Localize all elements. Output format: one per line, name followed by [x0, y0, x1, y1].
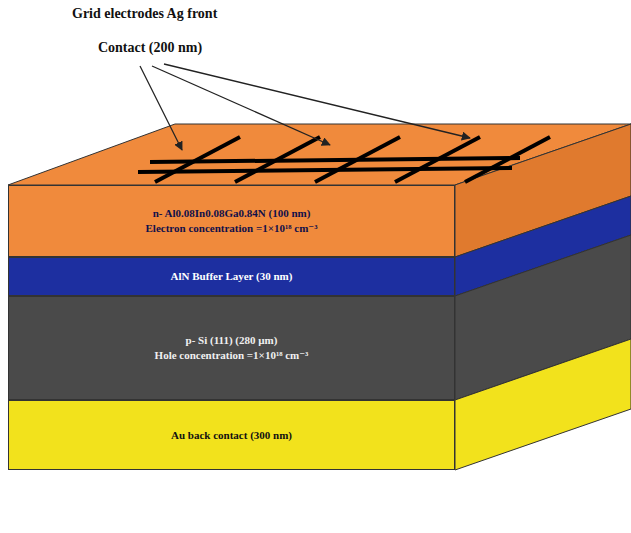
- substrate-band: p- Si (111) (280 µm)Hole concentration =…: [8, 296, 455, 400]
- layer-name: AlN Buffer Layer (30 nm): [171, 269, 293, 284]
- layer-name: p- Si (111) (280 µm): [186, 333, 278, 348]
- side-face: [455, 339, 631, 470]
- leader-arrow: [140, 64, 470, 150]
- callout-label: Grid electrodes Ag front: [70, 6, 219, 22]
- grid-fingers: [155, 137, 550, 182]
- callout-label: Contact (200 nm): [96, 40, 204, 56]
- buffer-layer-band: AlN Buffer Layer (30 nm): [8, 257, 455, 296]
- layer-doping: Hole concentration =1×10¹⁸ cm⁻³: [155, 348, 309, 363]
- layer-name: Au back contact (300 nm): [171, 428, 292, 443]
- layer-doping: Electron concentration =1×10¹⁸ cm⁻³: [146, 221, 318, 236]
- n-layer-band: n- Al0.08In0.08Ga0.84N (100 nm)Electron …: [8, 185, 455, 257]
- layer-name: n- Al0.08In0.08Ga0.84N (100 nm): [153, 206, 311, 221]
- back-contact-band: Au back contact (300 nm): [8, 400, 455, 470]
